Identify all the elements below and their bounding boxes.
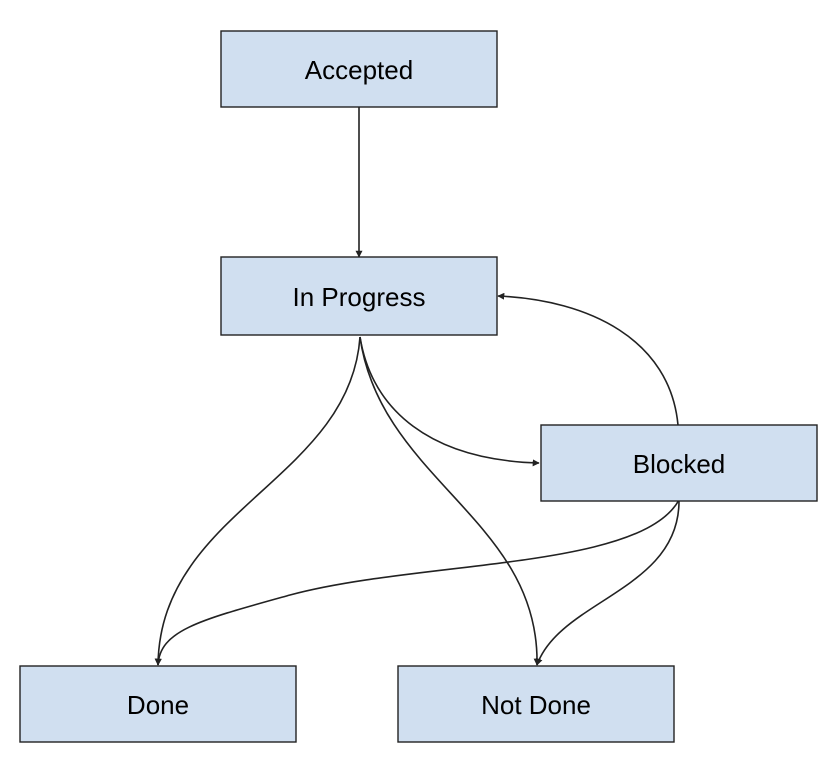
node-in-progress-box <box>220 256 498 336</box>
node-blocked-box <box>540 424 818 502</box>
node-in-progress: In Progress <box>220 256 498 336</box>
edge-in-progress-to-blocked <box>359 336 540 467</box>
edges <box>154 107 680 666</box>
node-not-done: Not Done <box>397 665 675 743</box>
edge-in-progress-to-done <box>154 336 361 666</box>
edge-blocked-to-not-done <box>535 499 680 666</box>
node-not-done-box <box>397 665 675 743</box>
node-in-progress-label: In Progress <box>293 282 426 312</box>
node-done: Done <box>19 665 297 743</box>
edge-blocked-to-done <box>154 499 680 666</box>
node-accepted-box <box>220 30 498 108</box>
node-blocked: Blocked <box>540 424 818 502</box>
node-done-label: Done <box>127 690 189 720</box>
edge-in-progress-to-not-done <box>359 336 541 666</box>
node-not-done-label: Not Done <box>481 690 591 720</box>
node-accepted-label: Accepted <box>305 55 413 85</box>
node-accepted: Accepted <box>220 30 498 108</box>
node-done-box <box>19 665 297 743</box>
edge-blocked-to-in-progress <box>497 292 679 426</box>
node-blocked-label: Blocked <box>633 449 726 479</box>
